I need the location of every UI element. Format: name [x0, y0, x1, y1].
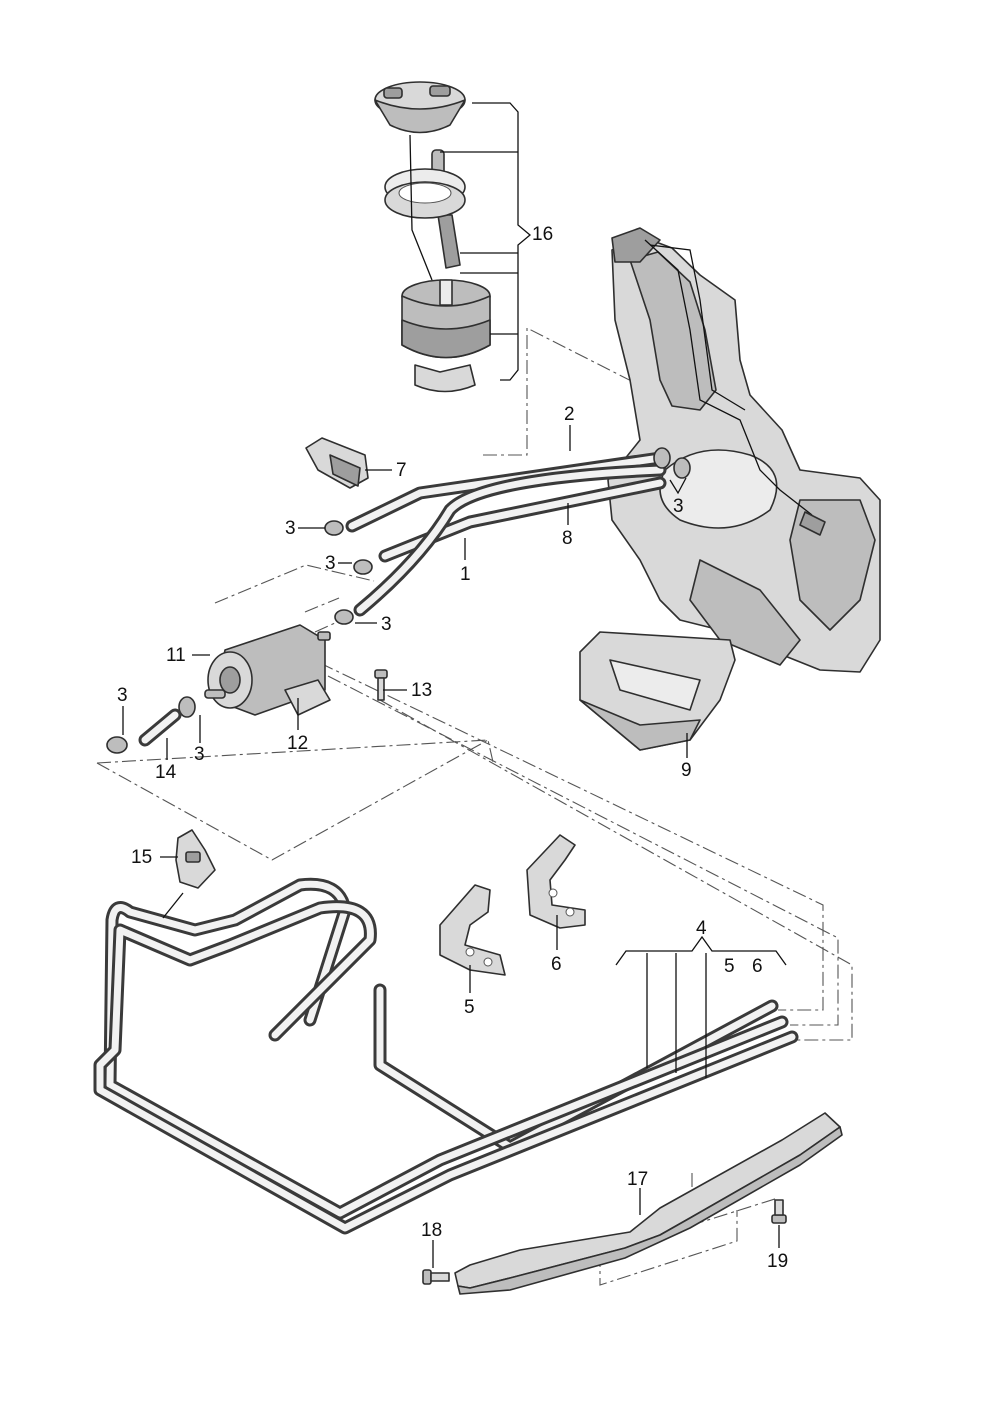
callout-15: 15	[131, 847, 152, 868]
callout-2: 2	[564, 404, 575, 425]
callout-labels: 16 2 7 3 3 8 3 1 3 11 13 3 12 3 14 9 15 …	[117, 224, 788, 1272]
callout-12: 12	[287, 733, 308, 754]
callout-1: 1	[460, 564, 471, 585]
clip-15	[175, 829, 216, 889]
fuel-line-bundle	[93, 877, 799, 1235]
callout-3c: 3	[325, 553, 336, 574]
callout-8: 8	[562, 528, 573, 549]
callout-7: 7	[396, 460, 407, 481]
callout-6a: 6	[752, 956, 763, 977]
callout-5a: 5	[724, 956, 735, 977]
fuel-filter	[204, 624, 331, 716]
callout-3a: 3	[673, 496, 684, 517]
fuel-hoses	[345, 451, 667, 617]
fuel-tank	[607, 227, 881, 673]
bolt-19	[771, 1199, 787, 1224]
callout-3d: 3	[381, 614, 392, 635]
callout-13: 13	[411, 680, 432, 701]
fuel-pump-assembly	[374, 81, 532, 393]
callout-16: 16	[532, 224, 553, 245]
callout-19: 19	[767, 1251, 788, 1272]
callout-18: 18	[421, 1220, 442, 1241]
hose-piece-14	[138, 708, 182, 747]
callout-4: 4	[696, 918, 707, 939]
callout-9: 9	[681, 760, 692, 781]
holder-6	[526, 834, 586, 929]
callout-5b: 5	[464, 997, 475, 1018]
bracket-7	[305, 437, 369, 489]
bolt-13	[374, 669, 388, 701]
callout-14: 14	[155, 762, 177, 783]
holder-5	[439, 884, 506, 976]
callout-17: 17	[627, 1169, 648, 1190]
callout-3f: 3	[194, 744, 205, 765]
bolt-18	[422, 1269, 450, 1285]
hose-clamps	[106, 447, 691, 754]
leader-lines	[122, 425, 787, 1268]
callout-11: 11	[166, 645, 186, 666]
cover-9	[579, 631, 736, 751]
callout-3e: 3	[117, 685, 128, 706]
assembly-guide-lines	[96, 327, 853, 1286]
callout-3b: 3	[285, 518, 296, 539]
callout-6b: 6	[551, 954, 562, 975]
shield-17	[454, 1112, 843, 1295]
